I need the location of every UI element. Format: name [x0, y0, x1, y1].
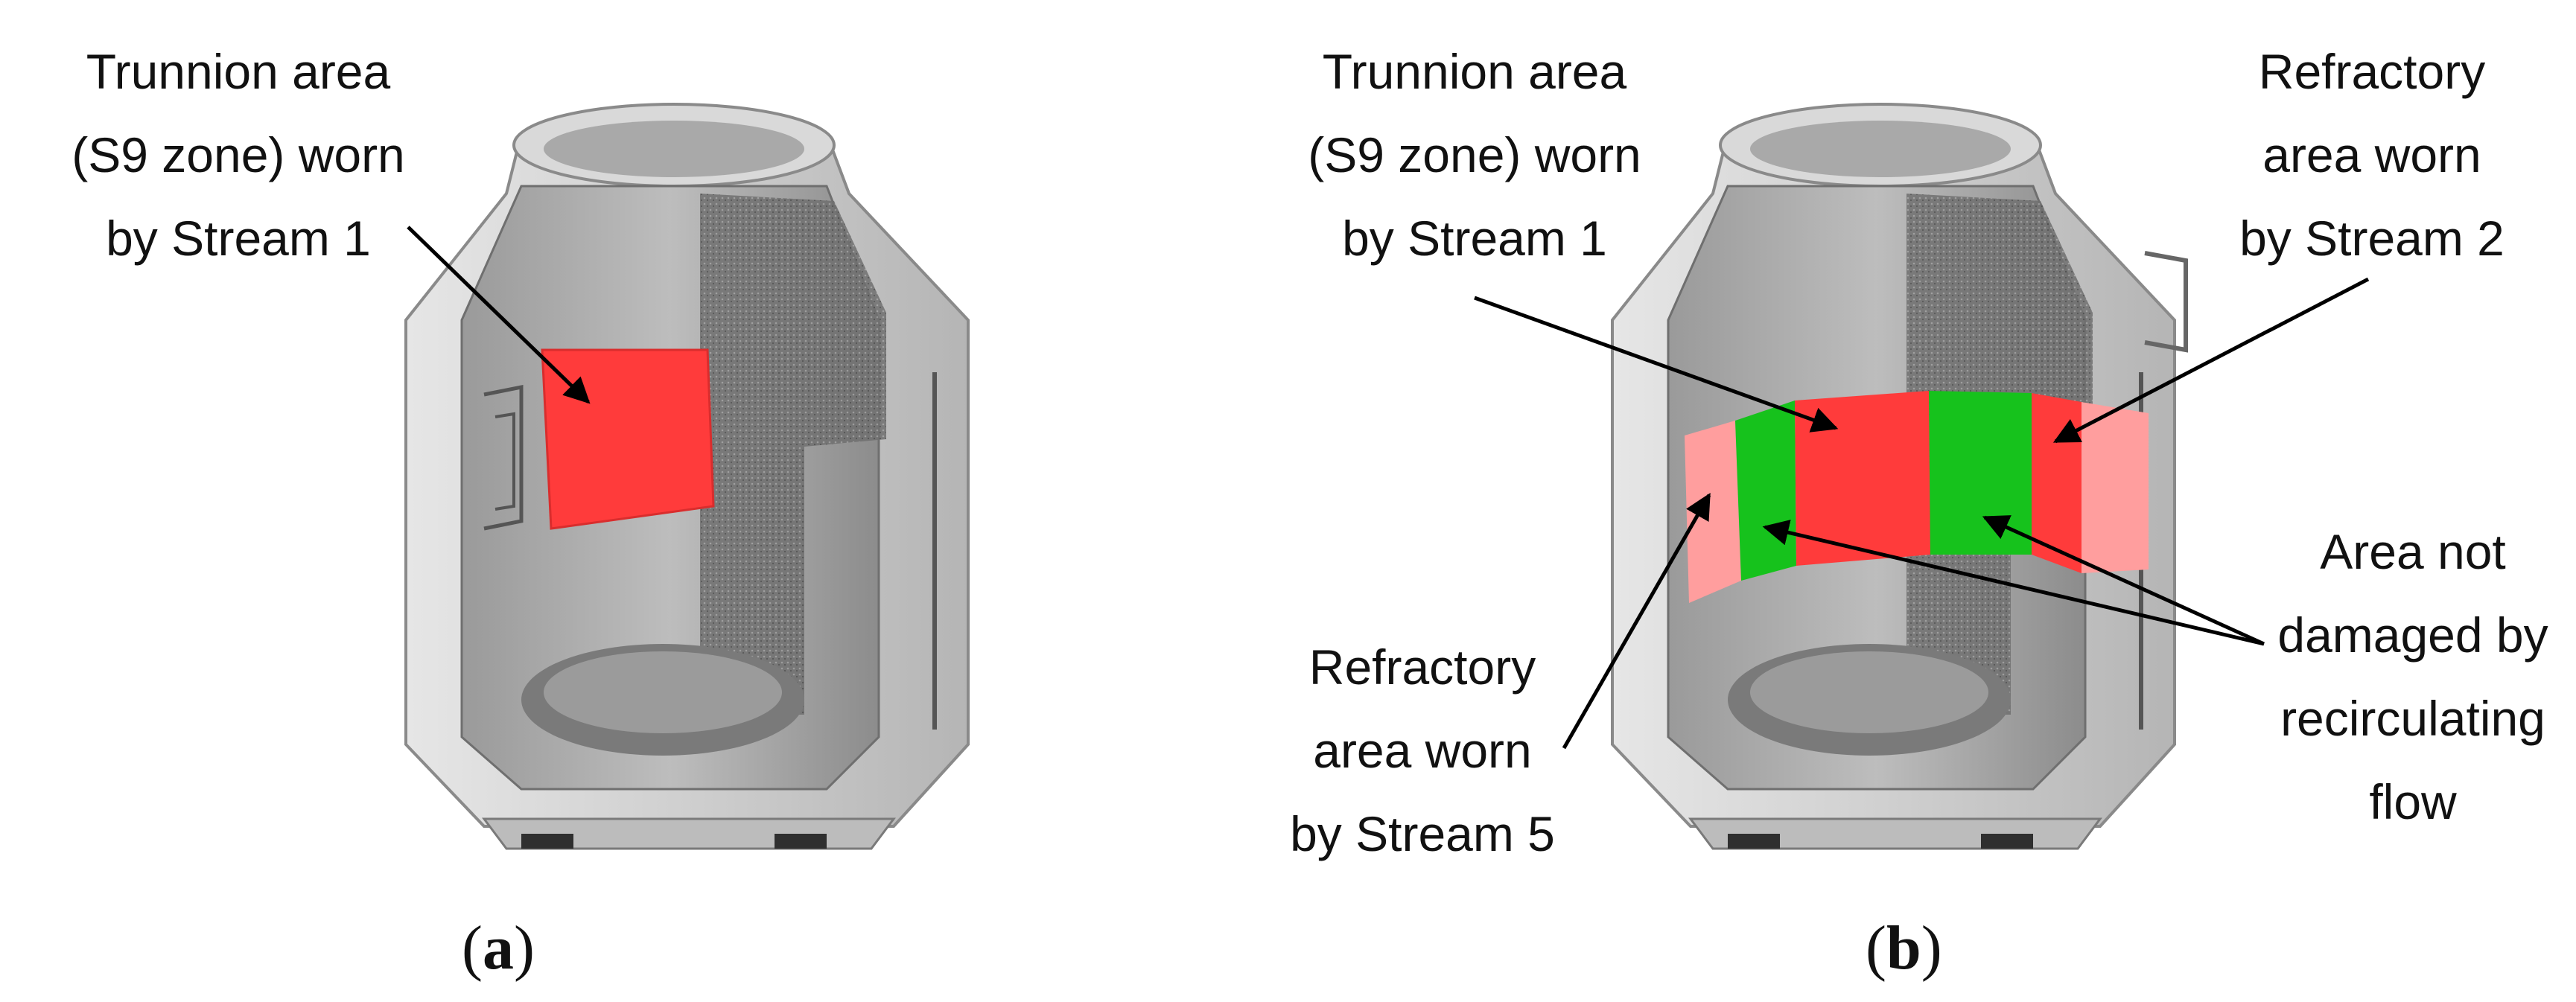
label-not-damaged: Area not damaged by recirculating flow [2277, 524, 2548, 829]
label-stream5: Refractory area worn by Stream 5 [1290, 639, 1555, 861]
undamaged-zone-right [1929, 391, 2032, 555]
stream5-worn-zone [1685, 421, 1741, 603]
ladle-a [404, 103, 970, 850]
arrow-trunnion-a [407, 226, 591, 404]
arrow-not-damaged-2 [1982, 515, 2265, 646]
label-stream2: Refractory area worn by Stream 2 [2239, 44, 2505, 266]
trunnion-worn-zone-a [541, 348, 715, 530]
arrow-trunnion-b [1474, 296, 1839, 433]
stream2-worn-zone [2032, 393, 2082, 573]
label-trunnion-b: Trunnion area (S9 zone) worn by Stream 1 [1308, 44, 1641, 266]
undamaged-zone-left [1735, 401, 1796, 581]
arrow-not-damaged-1 [1762, 520, 2265, 646]
trunnion-worn-zone-b [1795, 391, 1930, 566]
arrow-stream5 [1562, 492, 1711, 750]
stream2-worn-zone-light [2082, 402, 2149, 573]
caption-b: (b) [1866, 913, 1942, 983]
arrow-stream2 [2052, 277, 2370, 444]
label-trunnion-a: Trunnion area (S9 zone) worn by Stream 1 [71, 44, 405, 266]
caption-a: (a) [462, 913, 535, 983]
ladle-b [1611, 103, 2188, 850]
